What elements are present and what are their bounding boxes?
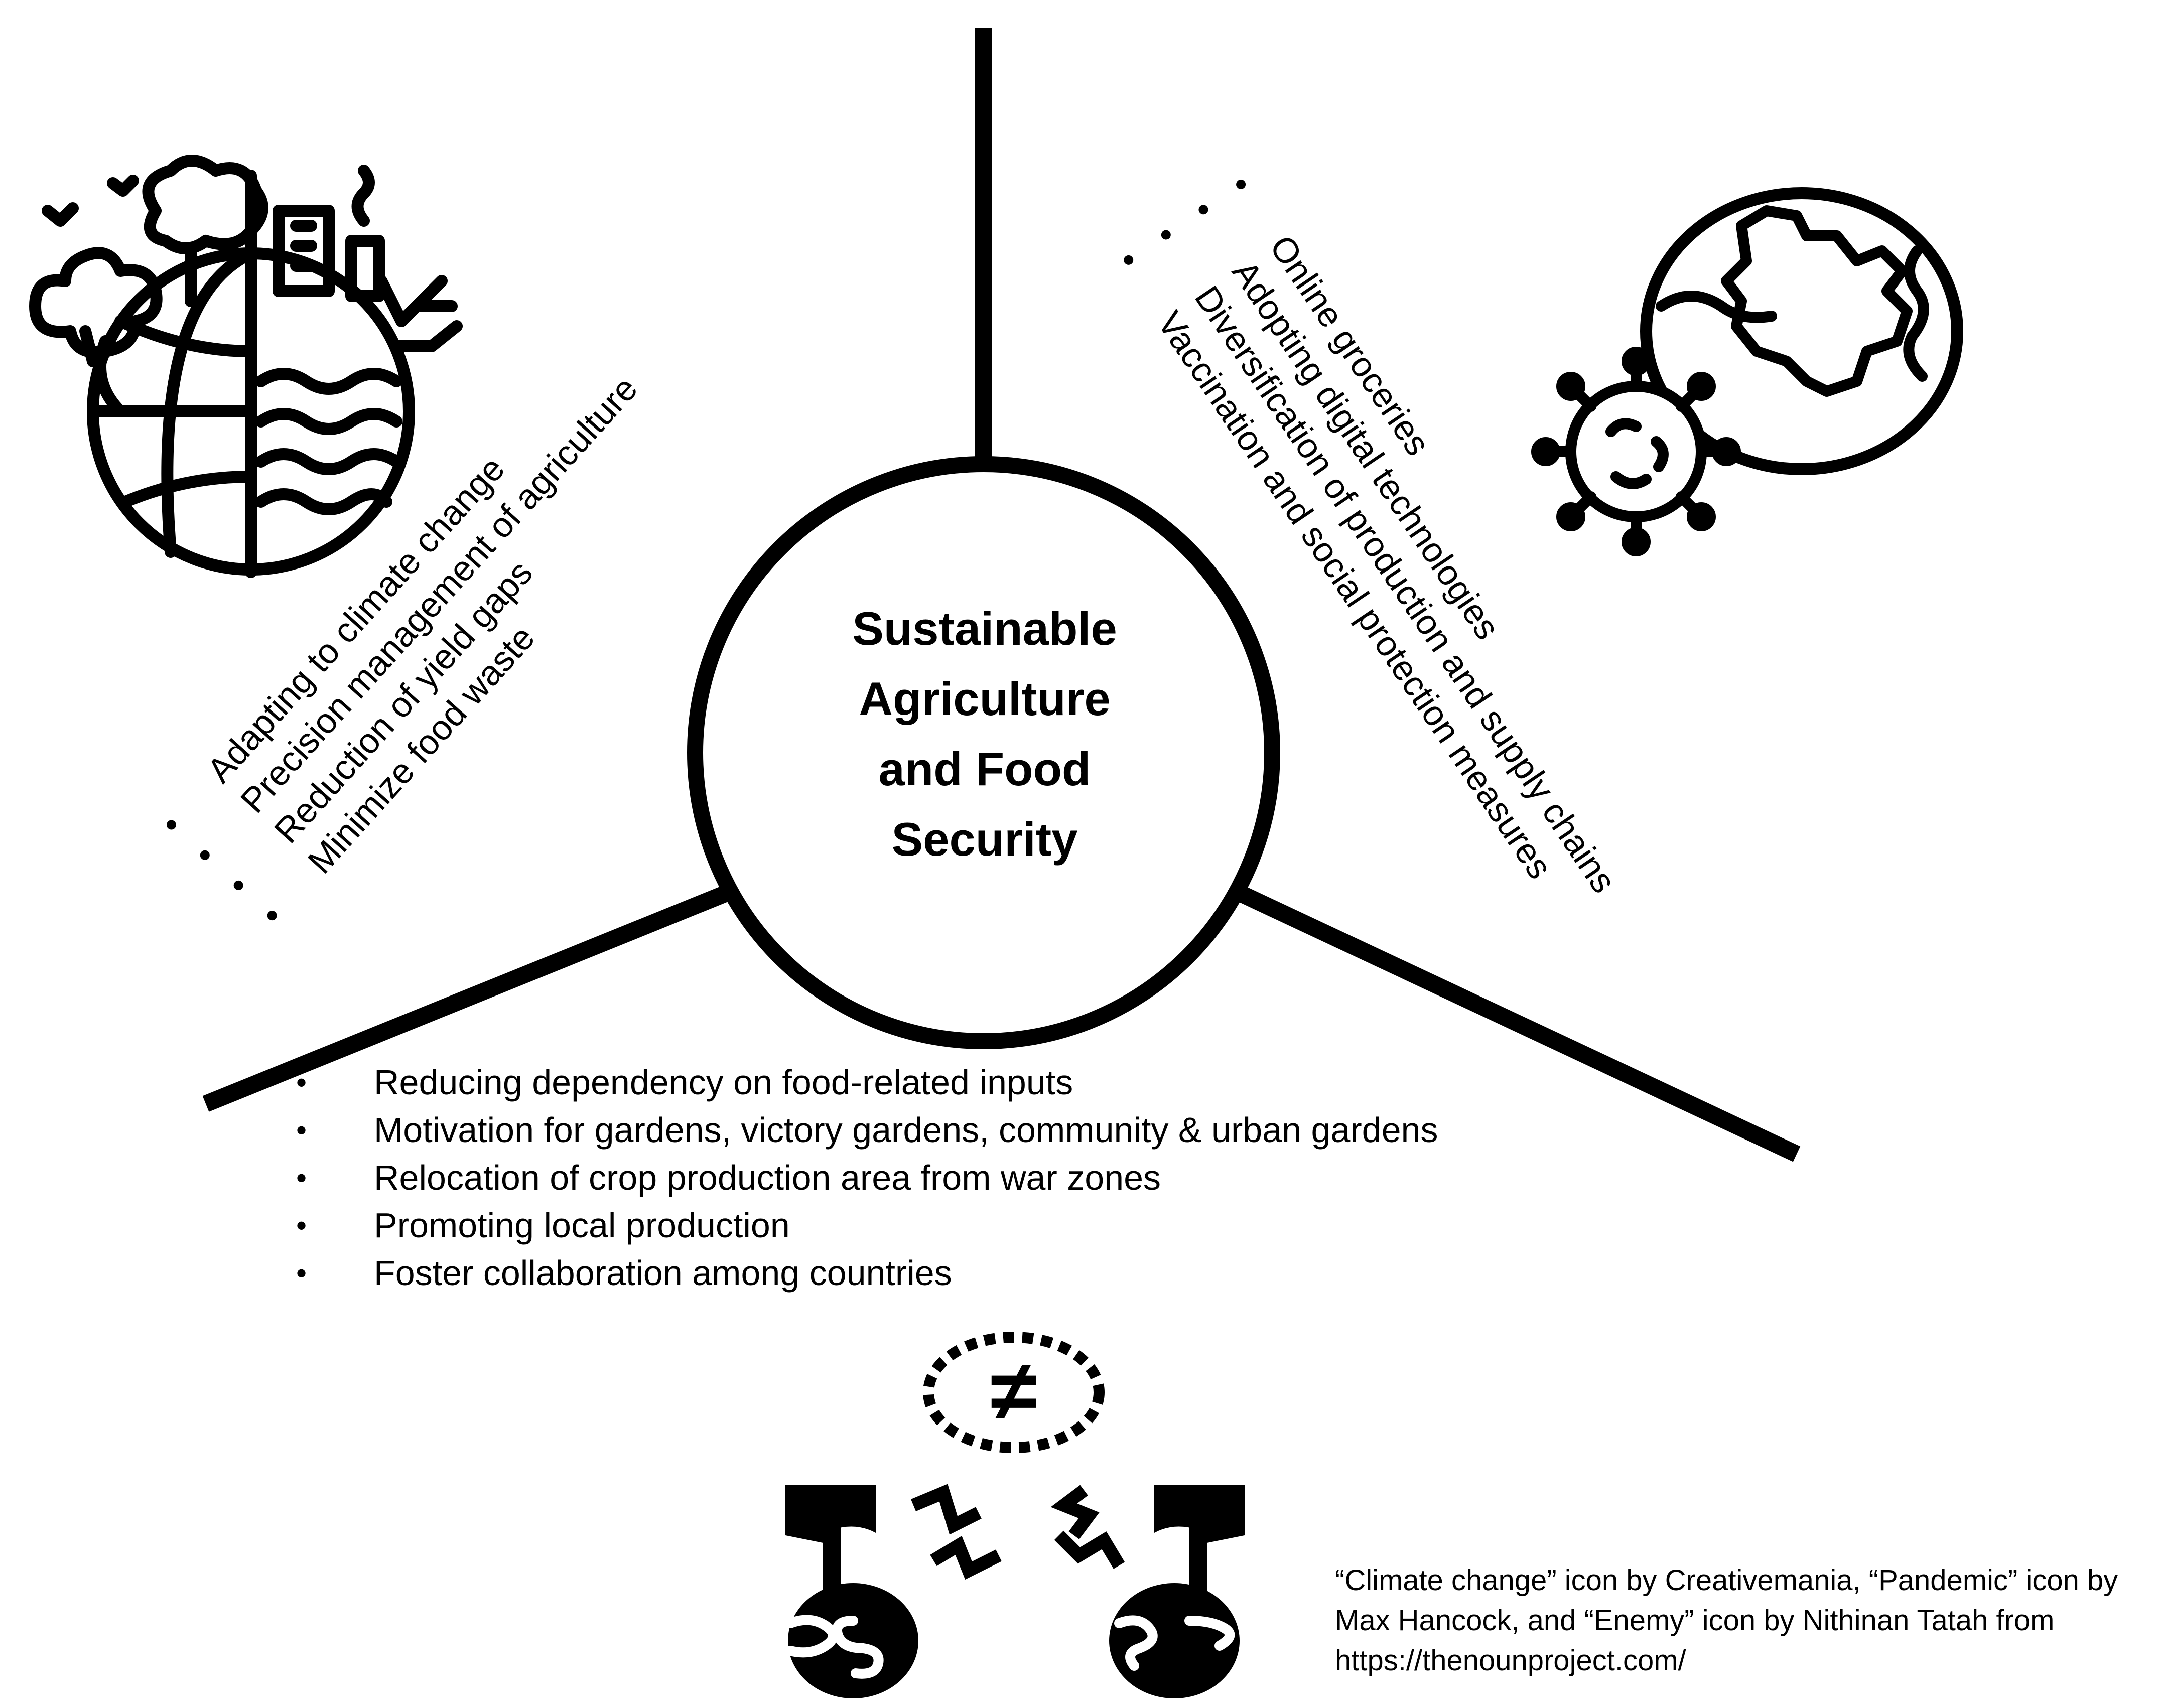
list-bullet: • [296, 1154, 307, 1202]
bottom-strategy-item: • Relocation of crop production area from… [281, 1154, 1686, 1202]
bottom-strategy-text: Reducing dependency on food-related inpu… [374, 1059, 1073, 1106]
bottom-strategy-text: Promoting local production [374, 1202, 790, 1249]
icon-attribution: “Climate change” icon by Creativemania, … [1335, 1560, 2158, 1681]
bottom-strategy-item: • Promoting local production [281, 1202, 1686, 1249]
enemy-icon: ≠ [785, 1337, 1245, 1698]
not-equal-glyph: ≠ [990, 1343, 1037, 1439]
bottom-strategy-list: • Reducing dependency on food-related inp… [281, 1059, 1686, 1297]
center-title-line: and Food [879, 743, 1091, 795]
list-bullet: • [296, 1106, 307, 1154]
climate-change-icon [35, 161, 457, 572]
list-bullet: • [1109, 244, 1148, 276]
left-strategy-list: • Adapting to climate change • Precision… [153, 339, 712, 933]
bottom-strategy-item: • Foster collaboration among countries [281, 1249, 1686, 1297]
center-title-line: Sustainable [852, 602, 1117, 655]
list-bullet: • [153, 807, 190, 842]
center-title-line: Security [892, 813, 1078, 866]
list-bullet: • [253, 898, 290, 933]
attribution-line: Max Hancock, and “Enemy” icon by Nithina… [1335, 1601, 2158, 1641]
list-bullet: • [296, 1249, 307, 1297]
list-bullet: • [186, 837, 223, 872]
list-bullet: • [219, 868, 256, 903]
list-bullet: • [1147, 219, 1186, 251]
list-bullet: • [296, 1202, 307, 1249]
list-bullet: • [296, 1059, 307, 1106]
bottom-strategy-item: • Motivation for gardens, victory gardens… [281, 1106, 1686, 1154]
list-bullet: • [1184, 193, 1223, 225]
bottom-strategy-text: Motivation for gardens, victory gardens,… [374, 1106, 1438, 1154]
bottom-strategy-text: Relocation of crop production area from … [374, 1154, 1161, 1202]
pandemic-icon [1537, 193, 1957, 551]
bottom-strategy-item: • Reducing dependency on food-related inp… [281, 1059, 1686, 1106]
attribution-line: “Climate change” icon by Creativemania, … [1335, 1560, 2158, 1601]
list-bullet: • [1222, 168, 1261, 200]
attribution-line: https://thenounproject.com/ [1335, 1641, 2158, 1681]
center-title-line: Agriculture [859, 672, 1110, 725]
virus-icon [1537, 352, 1735, 551]
bottom-strategy-text: Foster collaboration among countries [374, 1249, 952, 1297]
